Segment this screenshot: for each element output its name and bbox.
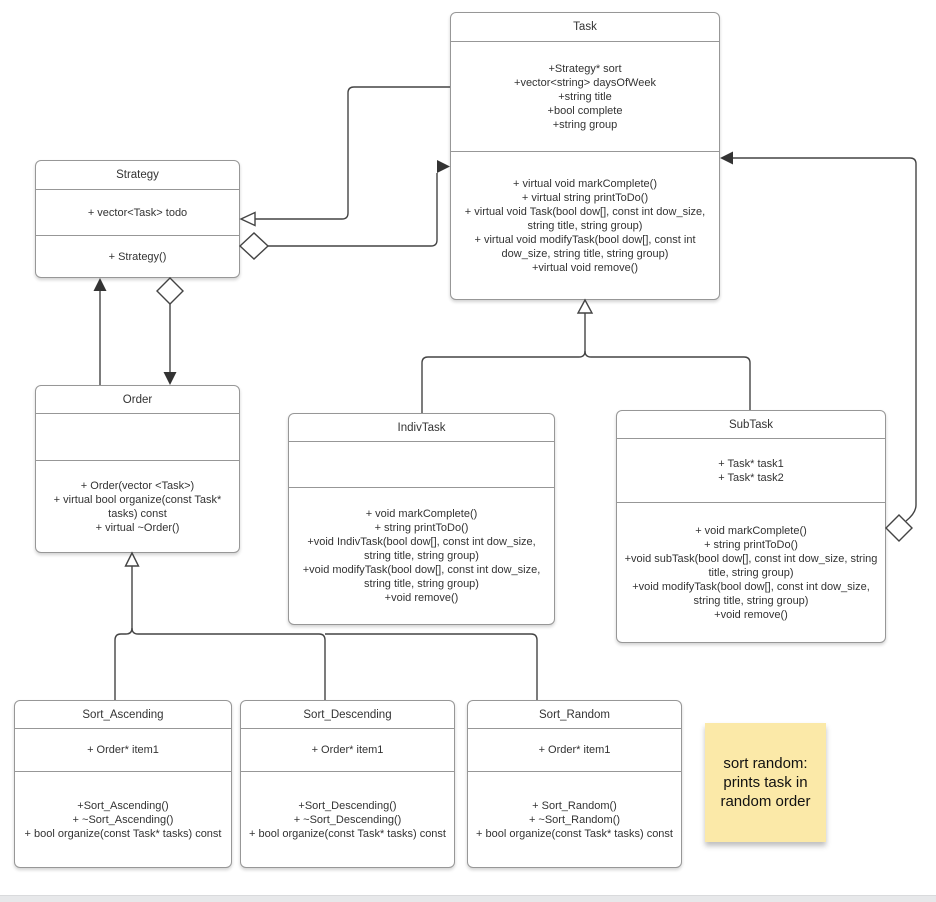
class-attributes: +Strategy* sort+vector<string> daysOfWee…: [451, 42, 719, 152]
class-attributes: + Order* item1: [241, 729, 454, 772]
filled-arrowhead-icon: [163, 372, 177, 385]
edge-strategy-aggregates-task[interactable]: [238, 160, 450, 260]
class-methods: + void markComplete()+ string printToDo(…: [624, 524, 878, 621]
class-attributes: + vector<Task> todo: [36, 190, 239, 236]
aggregation-diamond-icon: [238, 232, 270, 260]
class-sort-descending[interactable]: Sort_Descending + Order* item1 +Sort_Des…: [240, 700, 455, 868]
generalization-triangle-icon: [576, 298, 594, 314]
aggregation-diamond-icon: [156, 277, 184, 305]
class-attributes: + Order* item1: [468, 729, 681, 772]
filled-arrowhead-icon: [437, 160, 450, 173]
filled-arrowhead-icon: [93, 278, 107, 291]
class-title: Task: [451, 13, 719, 42]
class-methods: + virtual void markComplete()+ virtual s…: [464, 177, 706, 274]
class-order[interactable]: Order + Order(vector <Task>)+ virtual bo…: [35, 385, 240, 553]
class-attributes: [36, 414, 239, 461]
class-title: Strategy: [36, 161, 239, 190]
aggregation-diamond-icon: [885, 514, 913, 542]
class-methods: + Order(vector <Task>)+ virtual bool org…: [53, 479, 222, 534]
class-strategy[interactable]: Strategy + vector<Task> todo + Strategy(…: [35, 160, 240, 278]
edge-generalization-task[interactable]: [421, 298, 751, 413]
class-title: Order: [36, 386, 239, 414]
class-attributes: [289, 442, 554, 488]
class-methods: + Sort_Random()+ ~Sort_Random()+ bool or…: [476, 799, 673, 840]
class-title: IndivTask: [289, 414, 554, 442]
generalization-triangle-icon: [124, 551, 140, 567]
edge-order-to-strategy[interactable]: [93, 278, 107, 385]
edge-strategy-aggregates-order[interactable]: [156, 277, 184, 385]
sticky-note[interactable]: sort random: prints task in random order: [705, 723, 826, 842]
edge-task-to-strategy[interactable]: [239, 86, 450, 227]
class-task[interactable]: Task +Strategy* sort+vector<string> days…: [450, 12, 720, 300]
class-methods: + void markComplete()+ string printToDo(…: [302, 508, 541, 604]
sticky-note-text: sort random: prints task in random order: [720, 755, 811, 810]
open-arrowhead-icon: [239, 211, 256, 227]
class-sort-random[interactable]: Sort_Random + Order* item1 + Sort_Random…: [467, 700, 682, 868]
class-methods: + Strategy(): [108, 250, 167, 263]
class-indivtask[interactable]: IndivTask + void markComplete()+ string …: [288, 413, 555, 625]
class-title: Sort_Random: [468, 701, 681, 729]
class-title: SubTask: [617, 411, 885, 439]
class-title: Sort_Ascending: [15, 701, 231, 729]
class-methods: +Sort_Ascending()+ ~Sort_Ascending()+ bo…: [24, 799, 222, 840]
filled-arrowhead-icon: [720, 151, 733, 165]
class-methods: +Sort_Descending()+ ~Sort_Descending()+ …: [249, 799, 446, 840]
class-subtask[interactable]: SubTask + Task* task1+ Task* task2 + voi…: [616, 410, 886, 643]
class-attributes: + Task* task1+ Task* task2: [617, 439, 885, 503]
class-sort-ascending[interactable]: Sort_Ascending + Order* item1 +Sort_Asce…: [14, 700, 232, 868]
class-title: Sort_Descending: [241, 701, 454, 729]
bottom-bar: [0, 895, 936, 902]
class-attributes: + Order* item1: [15, 729, 231, 772]
